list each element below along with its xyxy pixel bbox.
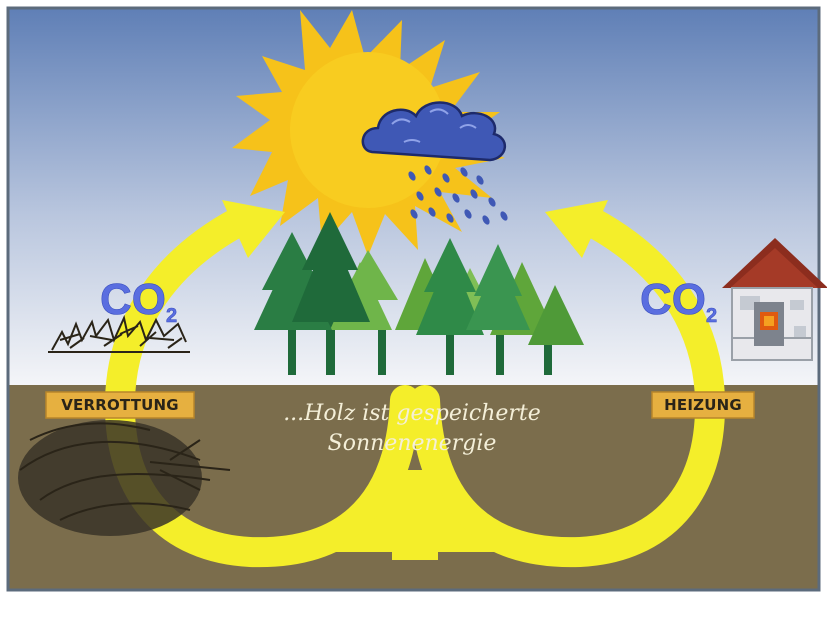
stove-icon [754,302,784,346]
svg-text:CO2: CO2 [640,275,717,327]
co2-left-subscript: 2 [166,305,177,327]
caption-line-1: ...Holz ist gespeicherte [283,401,541,426]
co2-right-label: CO2 [640,275,718,328]
heizung-text: HEIZUNG [664,396,742,414]
co2-right-subscript: 2 [706,305,717,327]
verrottung-label: VERROTTUNG [45,391,195,419]
dead-wood-icon [48,314,190,353]
forest-icon [254,212,584,375]
co2-left-text: CO [100,275,166,324]
co2-right-text: CO [640,275,706,324]
rain-cloud-icon [361,101,508,225]
svg-text:CO2: CO2 [100,275,177,327]
verrottung-text: VERROTTUNG [61,396,179,414]
co2-left-label: CO2 [100,275,178,328]
caption: ...Holz ist gespeicherte Sonnenenergie [283,401,541,456]
caption-line-2: Sonnenenergie [328,431,497,456]
heizung-label: HEIZUNG [651,391,755,419]
uprooted-tree-icon [18,420,231,536]
